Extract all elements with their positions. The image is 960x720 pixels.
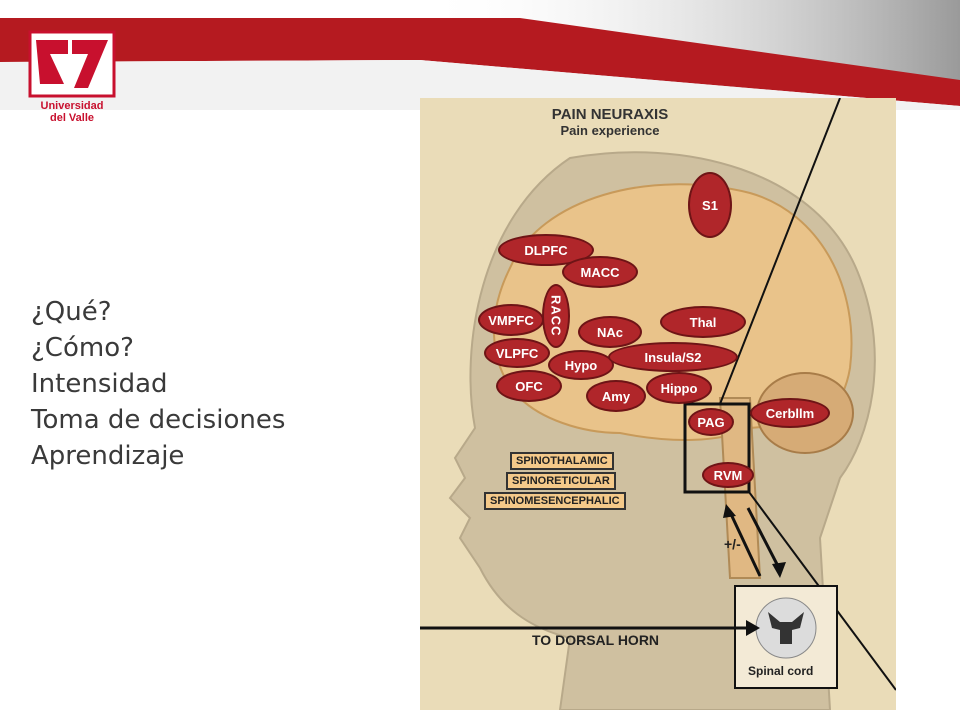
region-vlpfc: VLPFC bbox=[484, 338, 550, 368]
zoom-line-top bbox=[719, 98, 841, 405]
region-dlpfc: DLPFC bbox=[498, 234, 594, 266]
region-vmpfc: VMPFC bbox=[478, 304, 544, 336]
tract-spinothalamic: SPINOTHALAMIC bbox=[510, 452, 614, 470]
ascending-arrow bbox=[728, 511, 762, 577]
ascending-arrow-head bbox=[723, 504, 736, 518]
logo-text: Universidad del Valle bbox=[28, 100, 116, 124]
region-hypo: Hypo bbox=[548, 350, 614, 380]
topic-item: ¿Qué? bbox=[31, 297, 112, 327]
region-rvm: RVM bbox=[702, 462, 754, 488]
tract-spinoreticular: SPINORETICULAR bbox=[506, 472, 616, 490]
region-racc: RACC bbox=[542, 284, 570, 348]
banner-red-swoosh bbox=[0, 18, 960, 106]
university-logo: Universidad del Valle bbox=[28, 30, 116, 128]
region-hippo: Hippo bbox=[646, 372, 712, 404]
brainstem-box bbox=[683, 402, 751, 494]
region-s1: S1 bbox=[688, 172, 732, 238]
dorsal-horn-arrow-head bbox=[746, 620, 760, 636]
gray-matter-butterfly bbox=[768, 612, 804, 644]
figure-subtitle: Pain experience bbox=[560, 123, 660, 138]
figure-title: PAIN NEURAXIS bbox=[551, 106, 669, 123]
topic-item: Toma de decisiones bbox=[31, 405, 286, 435]
topic-list: ¿Qué? ¿Cómo? Intensidad Toma de decision… bbox=[31, 294, 285, 474]
logo-line-1: Universidad bbox=[40, 100, 104, 112]
region-macc: MACC bbox=[562, 256, 638, 288]
descending-arrow bbox=[746, 507, 782, 571]
logo-line-2: del Valle bbox=[49, 112, 95, 124]
region-nac: NAc bbox=[578, 316, 642, 348]
topic-item: ¿Cómo? bbox=[31, 333, 134, 363]
region-thal: Thal bbox=[660, 306, 746, 338]
header-banner bbox=[0, 0, 960, 110]
topic-item: Aprendizaje bbox=[31, 441, 185, 471]
figure-title-block: PAIN NEURAXIS Pain experience bbox=[420, 106, 800, 138]
descending-arrow-head bbox=[772, 562, 786, 578]
region-cerbllm: Cerbllm bbox=[750, 398, 830, 428]
pain-neuraxis-figure: PAIN NEURAXIS Pain experience S1 DLPFC M… bbox=[420, 98, 896, 710]
topic-item: Intensidad bbox=[31, 369, 168, 399]
logo-emblem bbox=[28, 30, 116, 98]
spinal-cord-label: Spinal cord bbox=[748, 664, 814, 678]
banner-white-edge bbox=[0, 60, 960, 110]
modulation-label: +/- bbox=[724, 536, 741, 552]
tract-spinomesencephalic: SPINOMESENCEPHALIC bbox=[484, 492, 626, 510]
dorsal-horn-label: TO DORSAL HORN bbox=[532, 632, 660, 648]
region-amy: Amy bbox=[586, 380, 646, 412]
region-pag: PAG bbox=[688, 408, 734, 436]
region-ofc: OFC bbox=[496, 370, 562, 402]
figure-illustration bbox=[420, 98, 896, 710]
region-insula: Insula/S2 bbox=[608, 342, 738, 372]
